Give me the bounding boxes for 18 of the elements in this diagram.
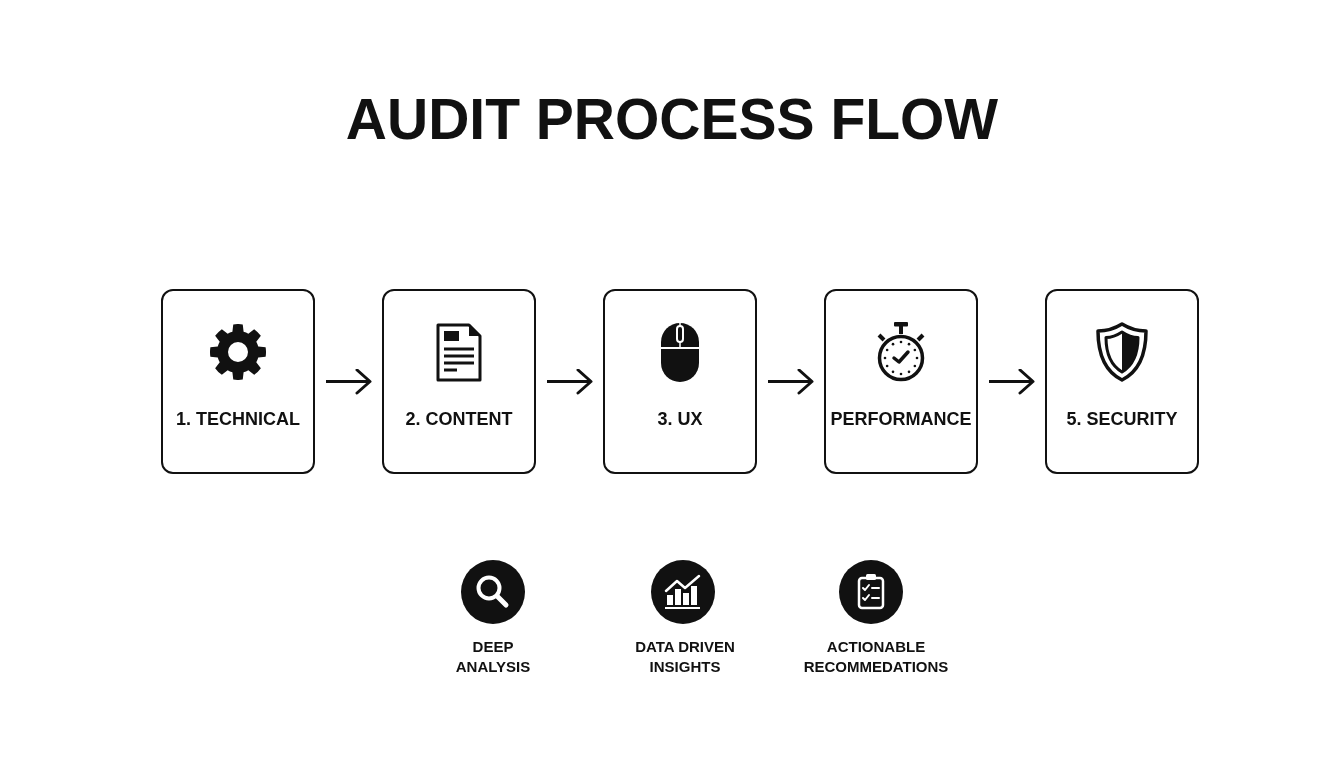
arrow [989, 368, 1035, 395]
step-label: 5. SECURITY [1066, 410, 1178, 428]
arrow [326, 368, 372, 395]
step-label: PERFORMANCE [830, 410, 972, 428]
process-box [382, 289, 536, 474]
step-label: 3. UX [657, 410, 703, 428]
process-box [603, 289, 757, 474]
diagram-title: AUDIT PROCESS FLOW [345, 91, 999, 148]
process-box [824, 289, 978, 474]
arrow [768, 368, 814, 395]
feature-caption: DEEP ANALYSIS [454, 637, 532, 677]
step-label: 2. CONTENT [405, 410, 513, 428]
feature-caption: DATA DRIVEN INSIGHTS [634, 637, 736, 677]
feature-caption: ACTIONABLE RECOMMEDATIONS [802, 637, 950, 677]
arrow [547, 368, 593, 395]
step-label: 1. TECHNICAL [176, 410, 300, 428]
process-box [1045, 289, 1199, 474]
process-box [161, 289, 315, 474]
